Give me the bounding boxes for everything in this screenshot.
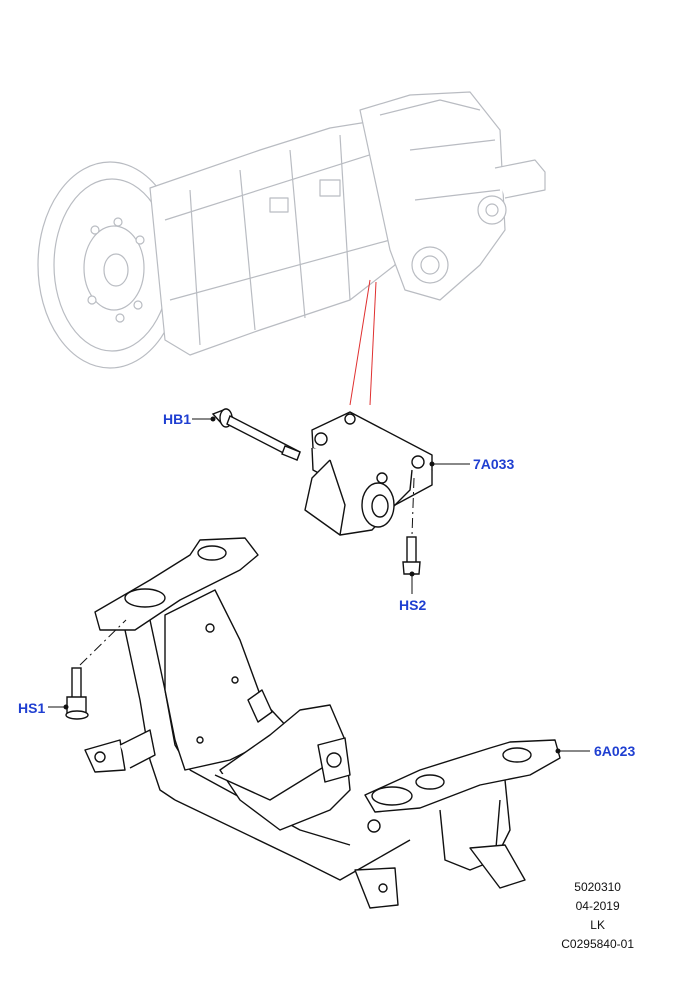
callout-hb1: HB1: [163, 411, 192, 427]
bolt-hs2: [402, 536, 421, 575]
hs1-leader-dot: [63, 704, 69, 710]
drawing-initials: LK: [590, 918, 605, 932]
transmission-mount-7a033: [304, 411, 433, 536]
drawing-reference-block: 5020310 04-2019 LK C0295840-01: [561, 878, 634, 954]
through-bolt-hb1: [211, 408, 301, 461]
7a033-leader-dot: [429, 461, 435, 467]
drawing-number: 5020310: [574, 880, 621, 894]
callout-6a023: 6A023: [594, 743, 636, 759]
hs2-centerline: [411, 477, 415, 536]
hs2-leader-dot: [409, 571, 415, 577]
bolt-hs1: [65, 667, 89, 720]
6a023-leader-dot: [555, 748, 561, 754]
drawing-ref: C0295840-01: [561, 937, 634, 951]
crossmember-6a023: [84, 537, 561, 909]
callout-7a033: 7A033: [473, 456, 515, 472]
transmission-ghost-illustration: [37, 91, 546, 369]
callout-hs2: HS2: [399, 597, 427, 613]
red-leader-lines: [349, 279, 377, 406]
callout-hs1: HS1: [18, 700, 46, 716]
hb1-leader-dot: [210, 416, 216, 422]
drawing-date: 04-2019: [575, 899, 620, 913]
